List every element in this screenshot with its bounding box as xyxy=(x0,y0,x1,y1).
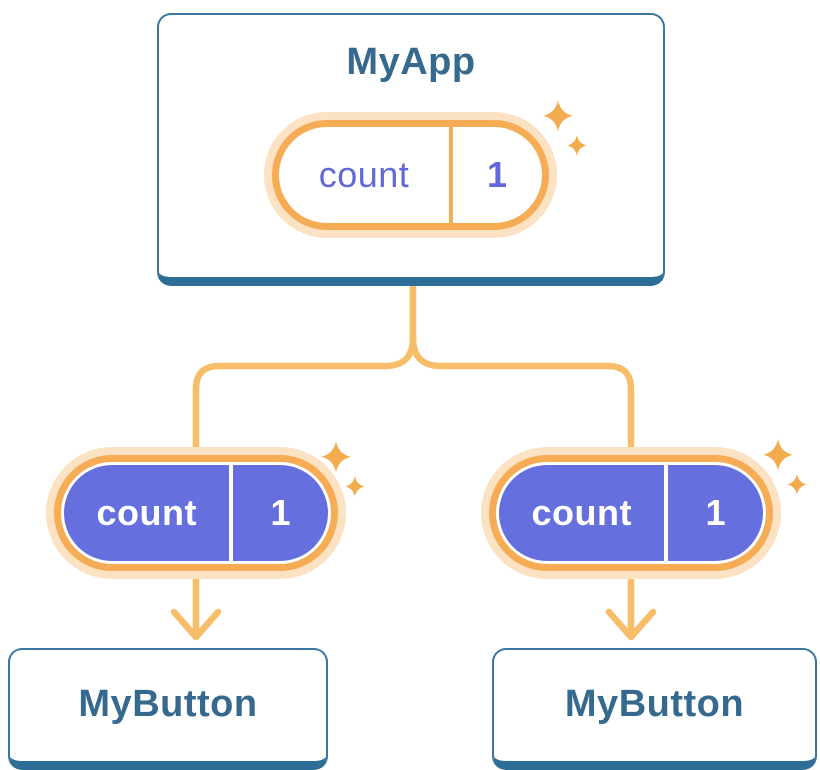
state-pill-label: count xyxy=(318,154,410,195)
mybutton-title: MyButton xyxy=(564,683,745,725)
sparkle-star-small xyxy=(567,135,587,156)
prop-pill-label: count xyxy=(531,492,632,533)
prop-pill-value: 1 xyxy=(705,492,726,533)
prop-pill-label: count xyxy=(96,492,197,533)
prop-pill-value: 1 xyxy=(270,492,291,533)
myapp-title: MyApp xyxy=(346,41,476,83)
pill-divider xyxy=(449,127,453,223)
sparkle-star-small xyxy=(345,476,365,497)
left-branch-line xyxy=(192,334,417,456)
left-prop-pill: count 1 xyxy=(61,462,331,564)
right-arrow-head xyxy=(605,608,657,641)
sparkle-icon xyxy=(543,100,587,156)
mybutton-card-right: MyButton xyxy=(492,648,817,770)
state-pill-value: 1 xyxy=(486,154,508,195)
right-branch-line xyxy=(409,334,635,456)
pill-divider xyxy=(664,465,669,561)
sparkle-star-small xyxy=(787,474,807,495)
right-prop-pill: count 1 xyxy=(496,462,766,564)
mybutton-card-left: MyButton xyxy=(8,648,328,770)
sparkle-star-large xyxy=(543,100,573,132)
root-state-pill: count 1 xyxy=(272,120,549,230)
sparkle-icon xyxy=(763,439,807,495)
sparkle-icon xyxy=(321,441,365,497)
sparkle-star-large xyxy=(763,439,793,471)
left-arrow-head xyxy=(170,608,222,641)
pill-divider xyxy=(229,465,234,561)
myapp-card: MyApp count 1 xyxy=(157,13,665,286)
sparkle-star-large xyxy=(321,441,351,473)
mybutton-title: MyButton xyxy=(78,683,258,725)
